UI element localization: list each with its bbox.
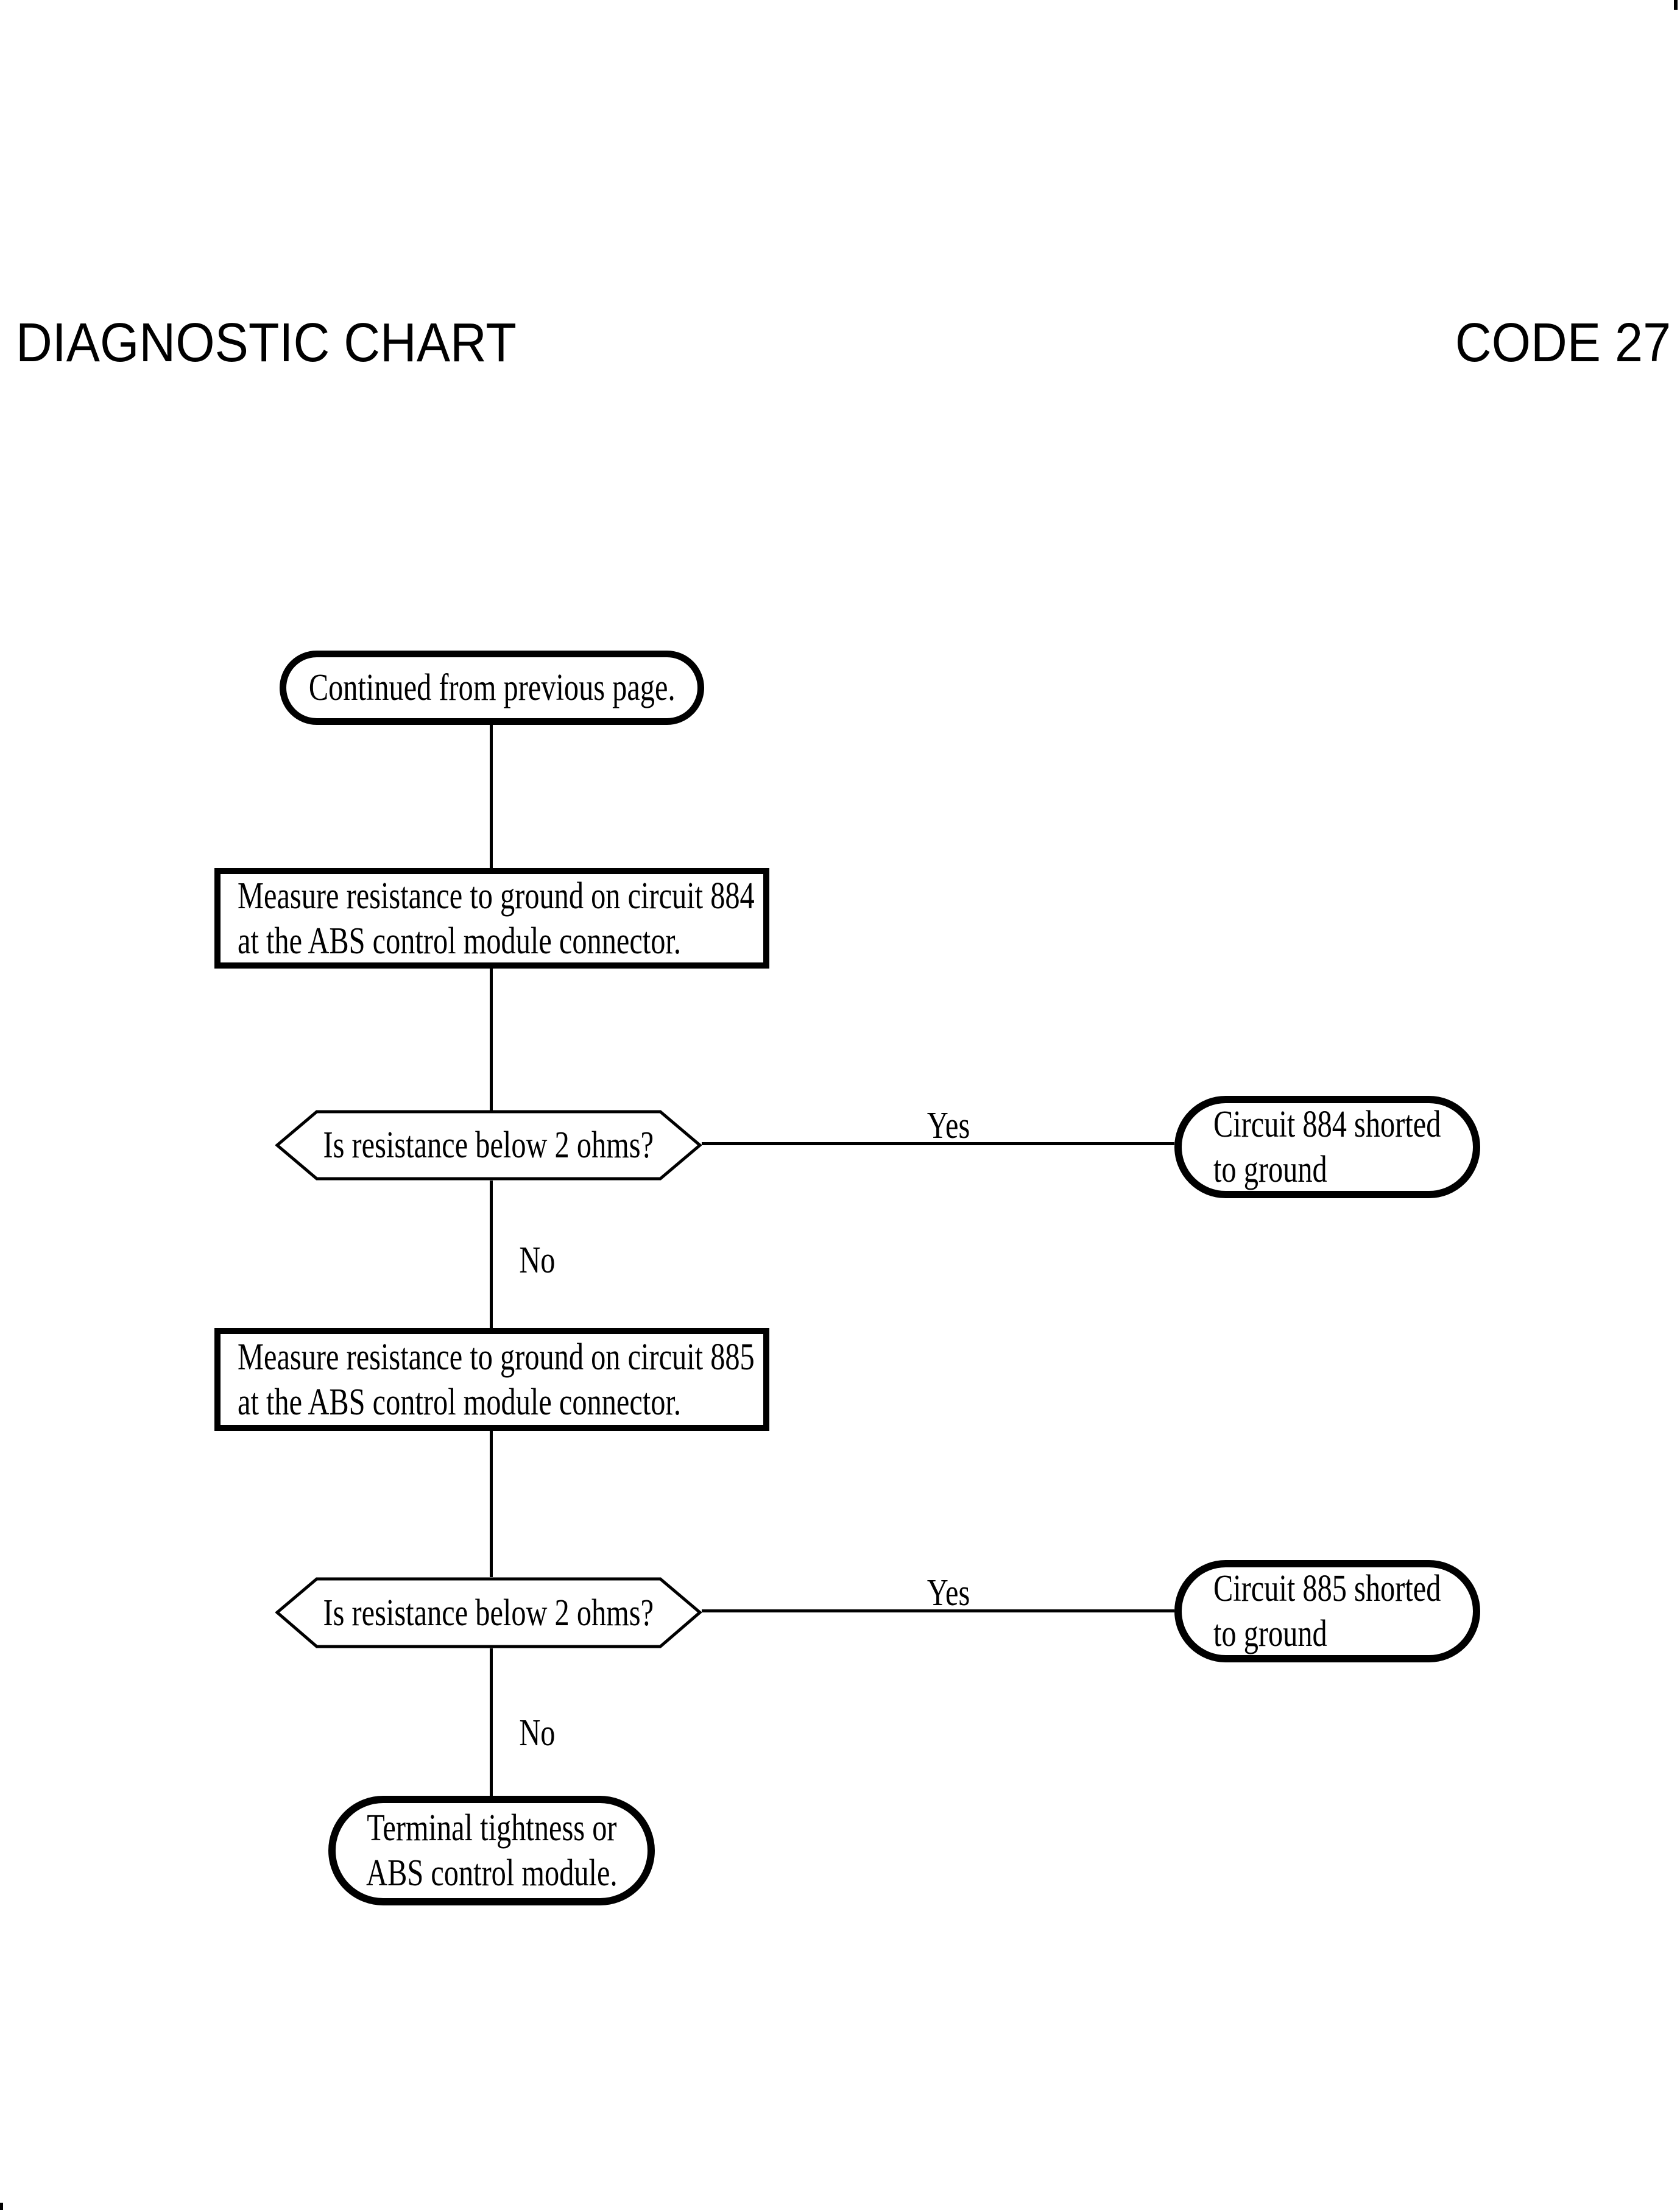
decision-884-text: Is resistance below 2 ohms? [323,1124,654,1166]
measure-885-box: Measure resistance to ground on circuit … [214,1328,769,1431]
result-885-node: Circuit 885 shorted to ground [1174,1560,1480,1662]
connector-yes-885 [702,1609,1174,1612]
decision-885-hexagon: Is resistance below 2 ohms? [275,1577,702,1648]
scan-mark-top-right [1674,0,1678,10]
connector-decision885-to-terminal [490,1648,493,1796]
hexagon-outline [275,1577,702,1648]
hexagon-outline [275,1110,702,1181]
connector-measure884-to-decision884 [490,969,493,1110]
terminal-node-text: Terminal tightness or ABS control module… [365,1807,618,1894]
measure-884-box: Measure resistance to ground on circuit … [214,868,769,969]
decision-885-text: Is resistance below 2 ohms? [323,1592,654,1634]
code-label: CODE 27 [1436,316,1671,370]
start-node-text: Continued from previous page. [308,667,676,708]
result-884-text: Circuit 884 shorted to ground [1213,1104,1441,1190]
result-884-node: Circuit 884 shorted to ground [1174,1096,1480,1198]
page-title-text: DIAGNOSTIC CHART [16,312,517,373]
result-885-text: Circuit 885 shorted to ground [1213,1568,1441,1654]
measure-884-text: Measure resistance to ground on circuit … [238,875,755,962]
connector-yes-884 [702,1142,1174,1145]
page-title: DIAGNOSTIC CHART [16,316,560,370]
no-label-885: No [519,1712,556,1754]
connector-measure885-to-decision885 [490,1431,493,1577]
terminal-node: Terminal tightness or ABS control module… [328,1796,655,1905]
code-label-text: CODE 27 [1455,312,1671,373]
no-label-884: No [519,1240,556,1281]
connector-decision884-to-measure885 [490,1181,493,1328]
start-node: Continued from previous page. [280,651,704,725]
measure-885-text: Measure resistance to ground on circuit … [238,1336,755,1423]
yes-label-885: Yes [926,1572,970,1614]
scan-mark-bottom-left [0,2203,3,2210]
yes-label-884: Yes [926,1105,970,1146]
decision-884-hexagon: Is resistance below 2 ohms? [275,1110,702,1181]
connector-start-to-measure884 [490,725,493,868]
